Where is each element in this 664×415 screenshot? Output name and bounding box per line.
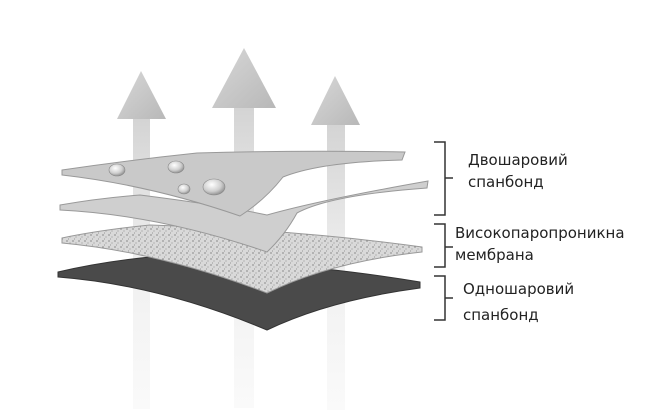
- label-line: спанбонд: [463, 306, 539, 324]
- label-line: спанбонд: [468, 173, 544, 191]
- label-line: мембрана: [455, 246, 534, 264]
- label-line: Двошаровий: [468, 151, 568, 169]
- label-double-spunbond: Двошаровий спанбонд: [468, 149, 568, 193]
- layer-spunbond-lower: [59, 180, 429, 253]
- layer-spunbond-upper: [61, 150, 406, 217]
- bracket-middle: [434, 223, 453, 268]
- bracket-top: [434, 141, 453, 216]
- water-droplets-icon: [108, 160, 226, 196]
- bracket-bottom: [434, 275, 453, 321]
- label-single-spunbond: Одношаровий спанбонд: [463, 278, 574, 326]
- label-line: Високопаропроникна: [455, 224, 625, 242]
- label-line: Одношаровий: [463, 280, 575, 298]
- label-membrane: Високопаропроникна мембрана: [455, 222, 625, 266]
- layer-membrane: [61, 224, 423, 294]
